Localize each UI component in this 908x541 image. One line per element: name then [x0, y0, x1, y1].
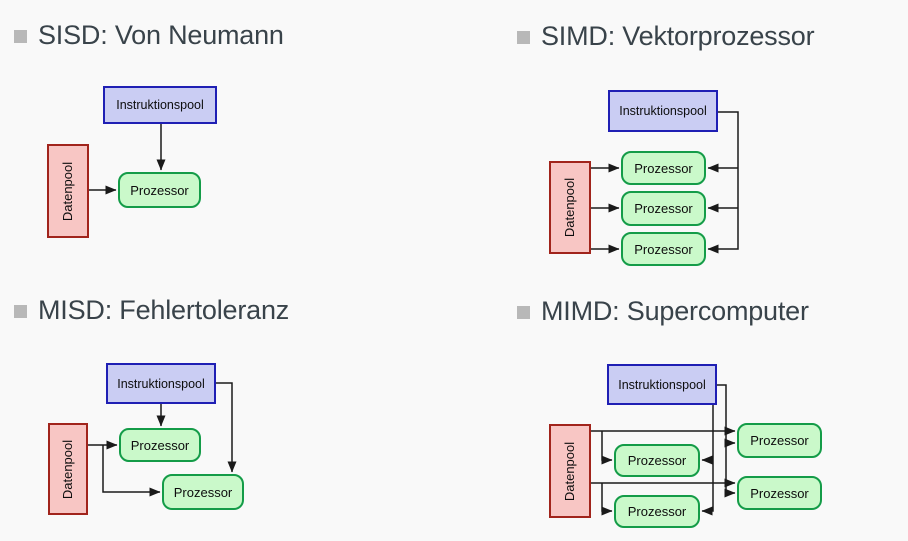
mimd-arrow-instruction-to-mid-processor-2: [701, 405, 714, 516]
heading-sisd: SISD: Von Neumann: [14, 18, 284, 52]
misd-data-pool-box: Datenpool: [48, 423, 88, 515]
simd-processor-box-2: Prozessor: [621, 191, 706, 226]
misd-processor-box-1: Prozessor: [119, 428, 201, 462]
heading-simd-text: SIMD: Vektorprozessor: [541, 20, 815, 51]
bullet-icon: [517, 306, 530, 319]
data-pool-label: Datenpool: [60, 161, 76, 221]
bullet-icon: [14, 30, 27, 43]
heading-sisd-text: SISD: Von Neumann: [38, 19, 284, 50]
simd-data-pool-box: Datenpool: [549, 161, 591, 254]
simd-arrow-instruction-to-processor-3: [707, 111, 739, 254]
processor-label: Prozessor: [173, 484, 233, 500]
sisd-processor-box: Prozessor: [118, 172, 201, 208]
processor-label: Prozessor: [750, 433, 809, 448]
misd-instruction-pool-box: Instruktionspool: [106, 363, 216, 404]
processor-label: Prozessor: [634, 160, 693, 176]
instruction-pool-label: Instruktionspool: [117, 376, 205, 391]
simd-processor-box-1: Prozessor: [621, 151, 706, 185]
mimd-arrow-data-to-mid-processor-1: [601, 431, 613, 465]
mimd-processor-box-right-2: Prozessor: [737, 476, 822, 510]
heading-mimd: MIMD: Supercomputer: [517, 294, 809, 328]
mimd-instruction-pool-box: Instruktionspool: [607, 364, 717, 405]
data-pool-label: Datenpool: [60, 439, 76, 499]
misd-arrow-instruction-to-processor-2: [216, 382, 237, 473]
mimd-processor-box-mid-2: Prozessor: [614, 495, 700, 528]
heading-simd: SIMD: Vektorprozessor: [517, 19, 815, 53]
simd-instruction-pool-box: Instruktionspool: [608, 90, 718, 132]
instruction-pool-label: Instruktionspool: [116, 98, 204, 112]
mimd-arrow-instruction-to-right-processor-2: [717, 384, 736, 498]
bullet-icon: [14, 305, 27, 318]
heading-misd-text: MISD: Fehlertoleranz: [38, 294, 290, 325]
mimd-processor-box-right-1: Prozessor: [737, 423, 822, 458]
sisd-data-pool-box: Datenpool: [47, 144, 89, 238]
data-pool-label: Datenpool: [562, 177, 578, 238]
processor-label: Prozessor: [130, 437, 190, 453]
processor-label: Prozessor: [634, 201, 693, 216]
processor-label: Prozessor: [627, 453, 687, 468]
processor-label: Prozessor: [634, 241, 693, 257]
heading-mimd-text: MIMD: Supercomputer: [541, 295, 809, 326]
processor-label: Prozessor: [130, 182, 189, 198]
instruction-pool-label: Instruktionspool: [618, 377, 706, 392]
processor-label: Prozessor: [627, 504, 687, 519]
misd-processor-box-2: Prozessor: [162, 474, 244, 510]
instruction-pool-label: Instruktionspool: [619, 104, 707, 118]
sisd-instruction-pool-box: Instruktionspool: [103, 86, 217, 124]
mimd-arrow-data-to-mid-processor-2: [601, 483, 613, 516]
processor-label: Prozessor: [750, 485, 809, 501]
heading-misd: MISD: Fehlertoleranz: [14, 293, 289, 327]
simd-processor-box-3: Prozessor: [621, 232, 706, 266]
mimd-data-pool-box: Datenpool: [549, 424, 591, 518]
mimd-processor-box-mid-1: Prozessor: [614, 444, 700, 477]
bullet-icon: [517, 31, 530, 44]
data-pool-label: Datenpool: [562, 441, 578, 501]
